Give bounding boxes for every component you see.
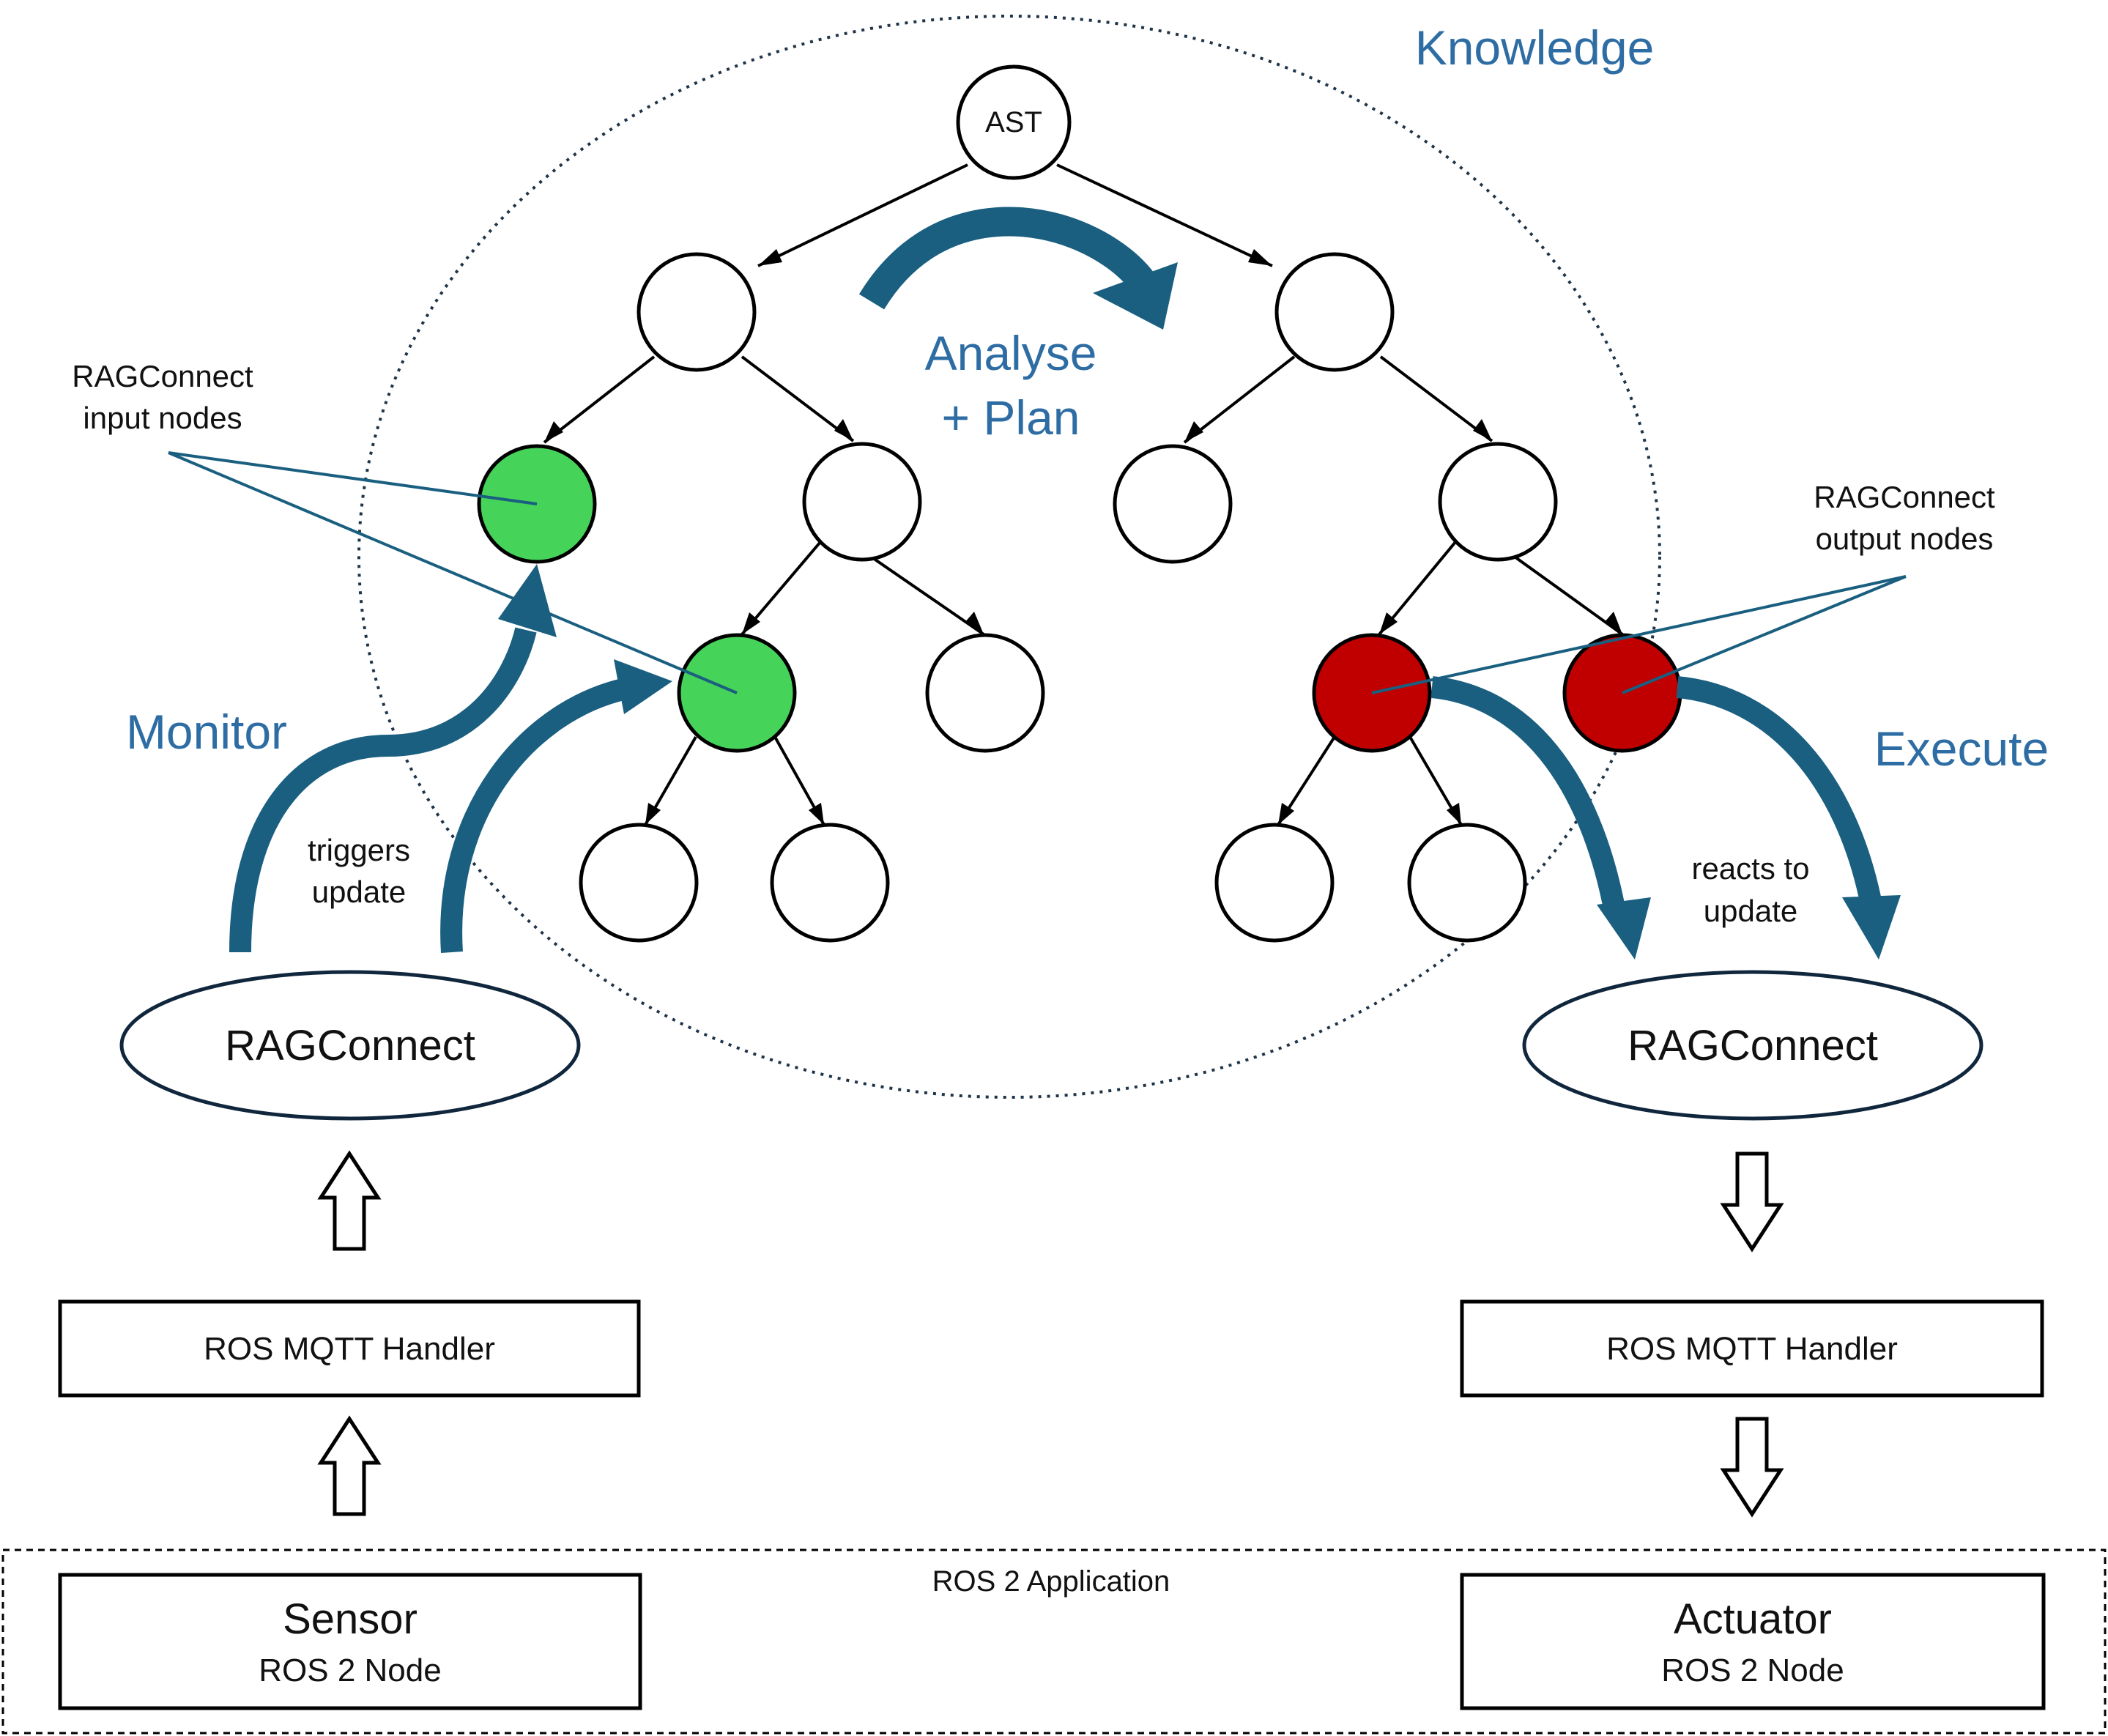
- up-arrow-sensor-to-handler-left: [317, 1415, 382, 1516]
- tree-node-l2-rr: [1438, 442, 1558, 562]
- ros-mqtt-handler-left: [58, 1299, 641, 1398]
- tree-node-l2-lr: [802, 442, 922, 562]
- analyse-plan-arrow: [858, 207, 1178, 330]
- ros-application-container: [1, 1548, 2107, 1735]
- actuator-sublabel: ROS 2 Node: [1661, 1652, 1844, 1688]
- output-nodes-label-line2: output nodes: [1816, 522, 1994, 556]
- triggers-label-line1: triggers: [308, 833, 410, 867]
- callout-lines: [168, 451, 1907, 694]
- callout-output-1: [1371, 575, 1907, 694]
- tree-node-l4-3: [1214, 823, 1335, 943]
- actuator-label: Actuator: [1674, 1595, 1832, 1643]
- knowledge-region: [357, 15, 1661, 1099]
- tree-node-l3-lrr: [925, 633, 1045, 753]
- edge-l1-green: [543, 355, 656, 444]
- triggers-label-line2: update: [312, 875, 406, 909]
- monitor-arrow-2: [440, 659, 672, 953]
- execute-label: Execute: [1874, 722, 2049, 776]
- knowledge-label: Knowledge: [1415, 21, 1655, 75]
- output-nodes-label-line1: RAGConnect: [1814, 480, 1995, 514]
- tree-node-l4-4: [1407, 823, 1527, 943]
- ast-label: AST: [985, 106, 1042, 138]
- ros-application-label: ROS 2 Application: [932, 1565, 1170, 1598]
- monitor-label: Monitor: [126, 705, 287, 759]
- sensor-label: Sensor: [283, 1595, 417, 1643]
- actuator-node-box: [1460, 1573, 2046, 1710]
- ros-mqtt-handler-right-label: ROS MQTT Handler: [1606, 1331, 1898, 1367]
- down-arrow-ragconnect-to-handler-right: [1720, 1151, 1784, 1253]
- callout-input-1: [168, 451, 538, 505]
- tree-edge-arrowheads: [544, 249, 1622, 825]
- edge-r1-rr: [1379, 355, 1493, 442]
- callout-output-2: [1622, 575, 1907, 694]
- edge-r1-rl: [1183, 355, 1296, 444]
- execute-arrow-2: [1676, 676, 1901, 960]
- edge-ast-left: [757, 163, 968, 267]
- up-arrow-handler-to-ragconnect-left: [317, 1150, 382, 1251]
- flow-arrows: [317, 1150, 1784, 1518]
- ragconnect-right: [1522, 970, 1983, 1121]
- reacts-label-line2: update: [1704, 894, 1797, 928]
- ros-mqtt-handler-left-label: ROS MQTT Handler: [204, 1331, 495, 1367]
- tree-node-l1-right: [1274, 252, 1395, 372]
- tree-node-l1-left: [637, 252, 757, 372]
- edge-ast-right: [1056, 163, 1273, 267]
- sensor-node-box: [58, 1573, 642, 1710]
- down-arrow-handler-to-actuator-right: [1720, 1417, 1784, 1518]
- sensor-sublabel: ROS 2 Node: [259, 1652, 441, 1688]
- tree-node-l2-rl: [1113, 444, 1233, 564]
- reacts-label-line1: reacts to: [1691, 851, 1809, 886]
- ast-root-node: [956, 64, 1072, 180]
- callout-input-2: [168, 451, 738, 694]
- plan-label: + Plan: [942, 390, 1080, 445]
- execute-arrow-1: [1430, 676, 1651, 960]
- tree-node-l4-1: [579, 823, 699, 943]
- input-nodes-label-line1: RAGConnect: [72, 359, 253, 393]
- analyse-label: Analyse: [925, 326, 1097, 380]
- monitor-arrow-1: [229, 564, 557, 953]
- edge-l1-lr: [741, 355, 855, 442]
- ros-mqtt-handler-right: [1460, 1299, 2044, 1398]
- ragconnect-left-label: RAGConnect: [225, 1022, 475, 1069]
- ragconnect-left: [119, 970, 581, 1121]
- input-nodes-label-line2: input nodes: [83, 401, 242, 435]
- tree-node-l4-2: [770, 823, 890, 943]
- ragconnect-right-label: RAGConnect: [1628, 1022, 1878, 1069]
